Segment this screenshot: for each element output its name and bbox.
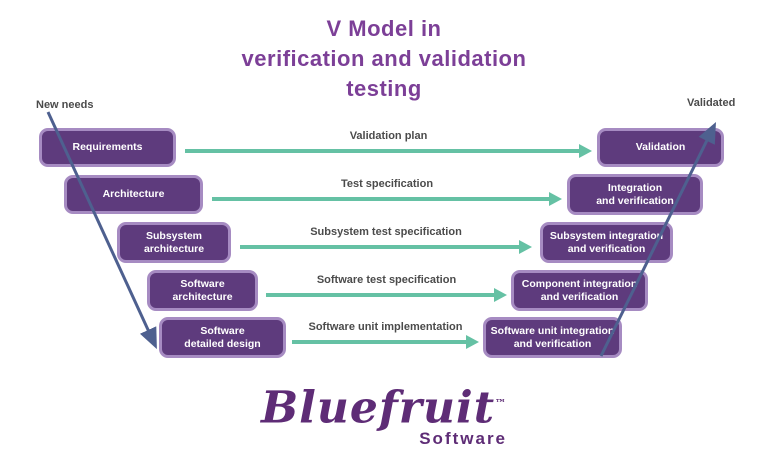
arrow-validation-plan: Validation plan [185,130,592,158]
arrow-label: Software unit implementation [308,321,463,333]
arrow-shaft [292,340,468,344]
arrow-right-icon [579,144,592,158]
arrow-software-unit-implementation: Software unit implementation [292,321,479,349]
arrow-subsystem-test-specification: Subsystem test specification [240,226,532,254]
arrow-software-test-specification: Software test specification [266,274,507,302]
arrow-shaft [266,293,496,297]
box-label: Subsystem [145,229,203,242]
box-requirements: Requirements [39,128,176,167]
arrow-label: Software test specification [316,274,457,286]
arrow-label: Test specification [340,178,434,190]
bluefruit-logo: Bluefruit™ Software [261,380,507,449]
box-label: Architecture [102,188,165,200]
arrow-label: Subsystem test specification [310,226,462,238]
arrow-right-icon [466,335,479,349]
box-label: Subsystem integration [549,229,664,242]
arrow-shaft [185,149,581,153]
arrow-right-icon [494,288,507,302]
box-label: Validation [635,141,686,153]
arrow-right-icon [519,240,532,254]
diagram-title: V Model in verification and validation t… [0,14,768,104]
box-label: Software [180,277,225,290]
box-label: Component integration [521,277,638,290]
box-label: Requirements [72,141,143,153]
box-validation: Validation [597,128,724,167]
box-label: Software unit integration [490,324,615,337]
box-label: Software [200,324,245,337]
title-line-3: testing [346,76,422,101]
arrow-test-specification: Test specification [212,178,562,206]
box-label: Integration [607,181,663,194]
validated-label: Validated [687,97,736,109]
arrow-label: Validation plan [349,130,428,142]
logo-subtitle-text: Software [419,428,508,448]
trademark-symbol: ™ [495,397,508,410]
arrow-right-icon [549,192,562,206]
title-line-1: V Model in [326,16,442,41]
box-architecture: Architecture [64,175,203,214]
title-line-2: verification and validation [241,46,527,71]
new-needs-label: New needs [36,99,94,111]
logo-brand-text: Bluefruit™ [260,382,508,434]
arrow-shaft [240,245,521,249]
arrow-shaft [212,197,551,201]
